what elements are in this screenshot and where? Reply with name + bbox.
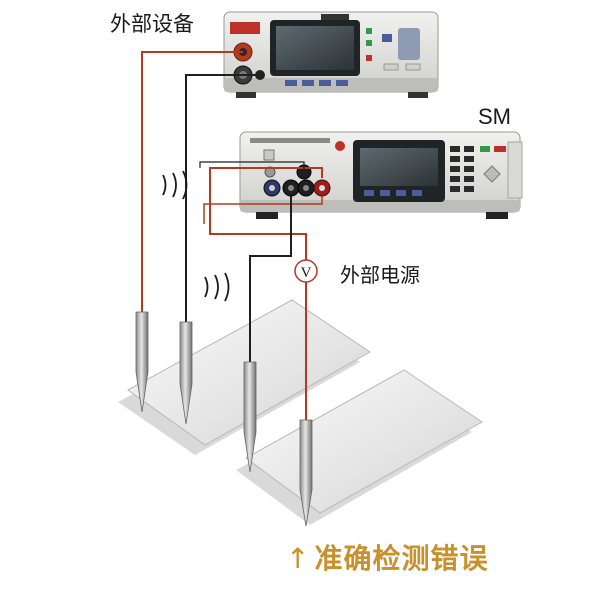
sm-dpad [483,165,501,183]
external-device [223,11,439,98]
lcd-screen [276,26,354,70]
probe-3 [243,361,257,473]
signal-wave-lower [204,272,230,302]
caption: ↑准确检测错误 [286,537,488,577]
caption-text: 准确检测错误 [314,542,489,575]
up-arrow-icon: ↑ [286,542,311,575]
external-device-label: 外部设备 [110,12,194,36]
probe-4 [299,419,313,527]
sm-red-led [335,141,345,151]
probe-1 [135,311,149,413]
voltmeter-circle [294,259,318,283]
wire-sm-red-1 [209,167,323,260]
probe-2 [179,321,193,425]
wire-ext-red [141,51,243,312]
dpad [398,28,420,60]
sm-keypad [450,146,474,192]
sm-device [239,131,523,219]
sm-lcd-screen [360,148,438,186]
red-indicator [230,22,260,34]
wire-sm-red-3 [203,196,323,224]
wire-sm-black-2 [199,161,305,176]
signal-wave-upper [162,170,188,200]
wire-ext-black [185,74,258,322]
voltmeter-symbol: V [301,265,312,281]
wire-sm-black [249,196,292,362]
sm-label: SM [478,104,511,129]
black-terminal [255,70,265,80]
external-power-label: 外部电源 [340,263,420,287]
